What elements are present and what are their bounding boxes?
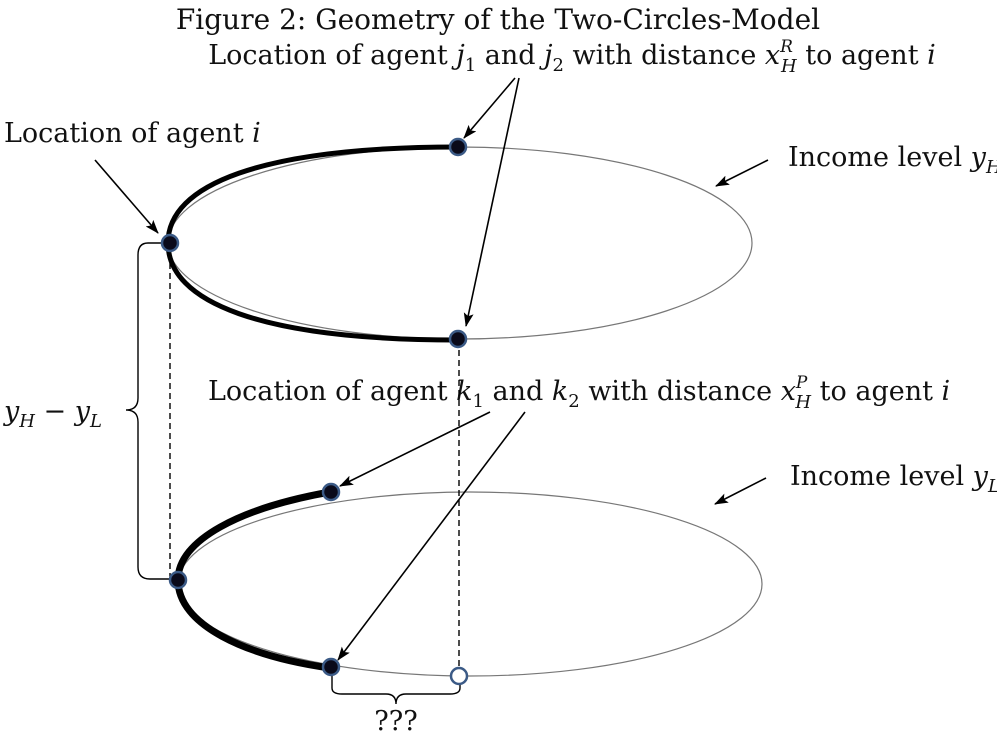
arrow-agent-k2 [337, 411, 526, 661]
point-agent-j1 [448, 137, 468, 157]
label-agent-i: Location of agent i [4, 118, 261, 149]
brace-unknown [331, 676, 461, 705]
point-agent-k1 [321, 482, 341, 502]
point-agent-k2 [321, 657, 341, 677]
label-income-low: Income level yL [790, 461, 997, 497]
label-income-high: Income level yH [788, 142, 997, 178]
arc-high-income [165, 144, 459, 343]
label-income-gap: yH − yL [3, 396, 102, 432]
arrow-income-high [715, 159, 769, 187]
arrow-agent-k1 [339, 411, 491, 487]
point-agent-i-low [168, 570, 188, 590]
label-agents-k: Location of agent k1 and k2 with distanc… [208, 373, 950, 413]
circle-income-low [177, 491, 763, 677]
label-agents-j: Location of agent j1 and j2 with distanc… [208, 37, 936, 77]
figure-title: Figure 2: Geometry of the Two-Circles-Mo… [176, 3, 820, 36]
label-unknown: ??? [374, 706, 417, 737]
arrow-agent-i [94, 159, 159, 234]
arc-low-income [174, 488, 331, 672]
arrow-agent-j2 [463, 77, 520, 327]
point-agent-i-high [160, 233, 180, 253]
brace-income-gap [125, 242, 172, 580]
point-agent-j2 [448, 329, 468, 349]
circle-income-high [167, 146, 753, 340]
arrow-income-low [714, 477, 767, 505]
point-projection-open [449, 666, 469, 686]
arrow-agent-j1 [463, 77, 516, 139]
